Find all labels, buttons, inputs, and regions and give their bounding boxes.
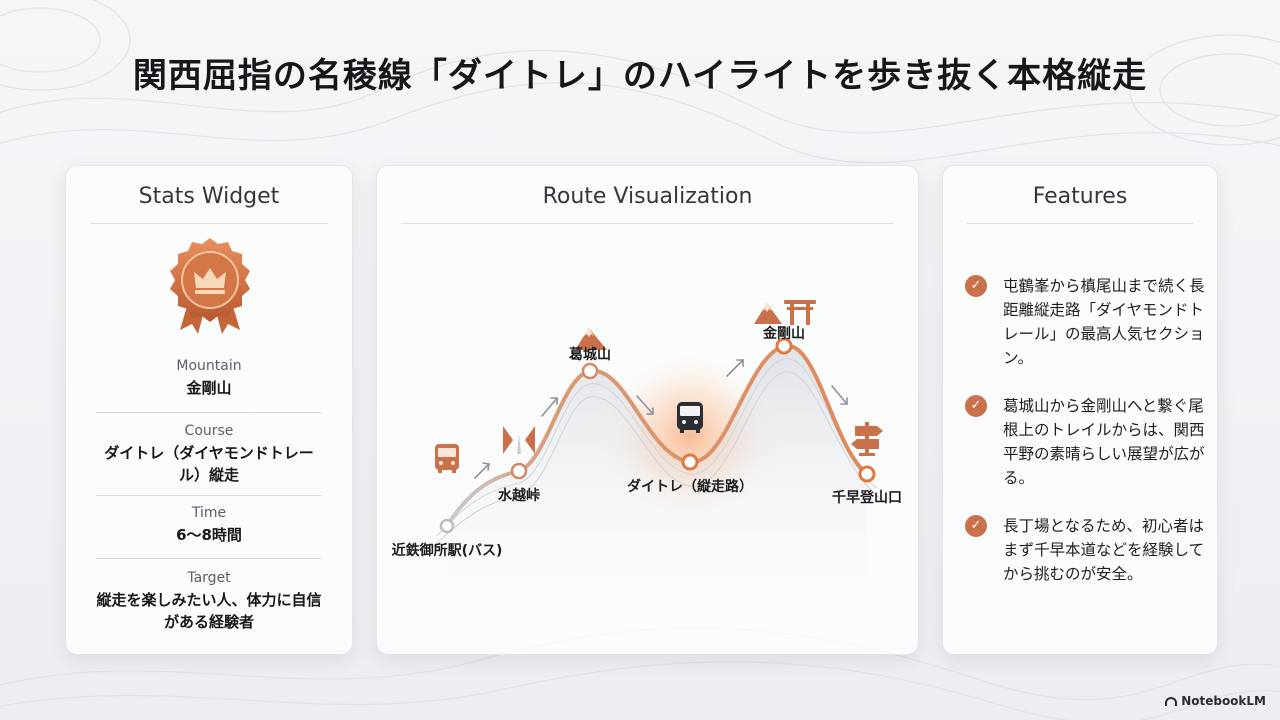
crown-badge-icon [170, 238, 250, 334]
stats-widget-card: Stats Widget Mountain 金剛山 Course ダイトレ（ダイ… [65, 165, 353, 655]
checkmark-icon: ✓ [965, 395, 987, 417]
checkmark-icon: ✓ [965, 275, 987, 297]
stat-label: Course [184, 423, 234, 439]
route-visualization-heading: Route Visualization [542, 184, 753, 209]
pass-icon [503, 426, 535, 454]
page-title: 関西屈指の名稜線「ダイトレ」のハイライトを歩き抜く本格縦走 [132, 56, 1148, 96]
route-label: 水越峠 [498, 487, 540, 504]
node-kongo [775, 337, 793, 355]
mountain-torii-icon [754, 300, 816, 325]
route-label: 千早登山口 [832, 489, 902, 506]
node-start [439, 518, 455, 534]
route-elevation-diagram: 近鉄御所駅(バス) 水越峠 葛城山 ダイトレ（縦走路） 金剛山 千早登山口 [392, 300, 902, 626]
direction-arrows [474, 359, 848, 479]
stats-heading-divider [90, 223, 328, 224]
ridge-silhouette [447, 345, 867, 626]
stat-divider [96, 412, 322, 413]
stat-value: 6〜8時間 [176, 526, 242, 544]
signpost-icon [851, 422, 883, 456]
features-card: Features ✓ 屯鶴峯から槙尾山まで続く長距離縦走路「ダイヤモンドトレール… [942, 165, 1218, 655]
feature-text: 長丁場となるため、初心者はまず千早本道などを経験してから挑むのが安全。 [1003, 517, 1205, 583]
feature-text: 葛城山から金剛山へと繋ぐ尾根上のトレイルからは、関西平野の素晴らしい展望が広がる… [1003, 397, 1205, 487]
node-daitore [681, 453, 699, 471]
brand-label: NotebookLM [1181, 694, 1266, 708]
bus-icon [435, 444, 459, 473]
node-chihaya [858, 465, 876, 483]
stat-label: Time [191, 505, 227, 521]
mountain-icon [575, 328, 607, 350]
stat-divider [96, 495, 322, 496]
features-heading: Features [1032, 184, 1128, 209]
stats-widget-heading: Stats Widget [138, 184, 280, 209]
stat-value: 縦走を楽しみたい人、体力に自信がある経験者 [96, 591, 322, 631]
feature-text: 屯鶴峯から槙尾山まで続く長距離縦走路「ダイヤモンドトレール」の最高人気セクション… [1003, 277, 1205, 367]
notebooklm-brand: NotebookLM [1165, 694, 1266, 708]
stat-target: Target 縦走を楽しみたい人、体力に自信がある経験者 [96, 570, 322, 633]
stat-value: ダイトレ（ダイヤモンドトレール）縦走 [104, 444, 314, 484]
stat-time: Time 6〜8時間 [96, 505, 322, 546]
stat-mountain: Mountain 金剛山 [96, 358, 322, 399]
route-visualization-card: Route Visualization [376, 165, 919, 655]
route-heading-divider [401, 223, 894, 224]
route-label: 近鉄御所駅(バス) [392, 542, 503, 559]
stat-course: Course ダイトレ（ダイヤモンドトレール）縦走 [96, 423, 322, 486]
route-label: 金剛山 [762, 325, 805, 342]
checkmark-icon: ✓ [965, 515, 987, 537]
stat-divider [96, 558, 322, 559]
node-pass [510, 462, 528, 480]
stat-label: Mountain [176, 358, 242, 374]
stat-value: 金剛山 [186, 379, 232, 397]
stat-label: Target [187, 570, 231, 586]
route-label: 葛城山 [568, 346, 611, 363]
node-katsuragi [581, 362, 599, 380]
features-heading-divider [967, 223, 1193, 224]
notebooklm-logo-icon [1165, 697, 1178, 706]
bus-icon [677, 402, 703, 433]
route-label: ダイトレ（縦走路） [627, 478, 753, 495]
